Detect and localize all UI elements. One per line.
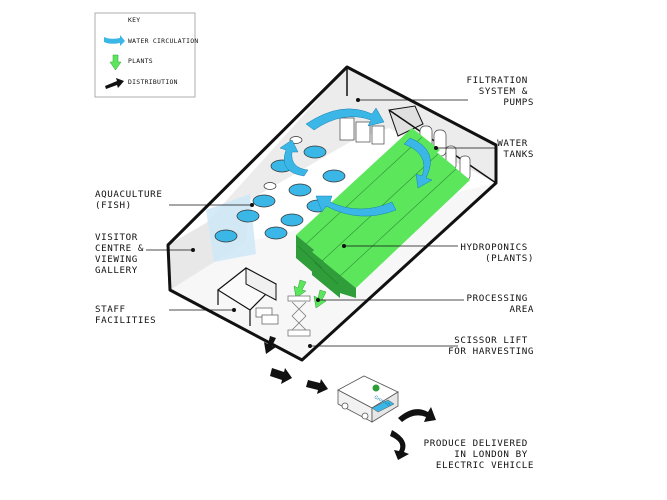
blue-arrow-icon [104, 35, 125, 46]
key-title: KEY [128, 16, 140, 24]
key-water-circulation: WATER CIRCULATION [128, 37, 199, 45]
label-hydroponics: HYDROPONICS (PLANTS) [460, 242, 534, 264]
water-circulation-arrows [279, 107, 433, 217]
label-processing-area: PROCESSING AREA [467, 293, 534, 315]
label-water-tanks: WATER TANKS [497, 138, 534, 160]
key-legend: KEY WATER CIRCULATION PLANTS DISTRIBUTIO… [94, 12, 199, 98]
key-distribution: DISTRIBUTION [128, 78, 178, 86]
label-visitor-centre: VISITOR CENTRE & VIEWING GALLERY [95, 232, 150, 276]
label-scissor-lift: SCISSOR LIFT FOR HARVESTING [448, 335, 534, 357]
label-aquaculture: AQUACULTURE (FISH) [95, 189, 169, 211]
label-staff-facilities: STAFF FACILITIES [95, 304, 156, 326]
distribution-arrow-1 [264, 336, 276, 354]
leader-lines [146, 98, 496, 348]
distribution-arrow-2 [270, 368, 292, 384]
visitor-gallery-glass [206, 194, 256, 262]
distribution-arrow-3 [306, 379, 328, 394]
scissor-lift [287, 295, 311, 337]
filtration-units [339, 117, 385, 145]
black-arrow-icon [105, 78, 124, 89]
distribution-arrows [264, 336, 436, 460]
key-plants: PLANTS [128, 57, 153, 65]
label-produce-delivered: PRODUCE DELIVERED IN LONDON BY ELECTRIC … [424, 438, 534, 471]
green-down-arrow-icon [109, 54, 122, 71]
plant-arrows [293, 279, 327, 309]
label-filtration-system: FILTRATION SYSTEM & PUMPS [467, 75, 534, 108]
distribution-arrow-4 [398, 407, 436, 422]
electric-vehicle: Growup [337, 375, 399, 423]
distribution-arrow-5 [390, 430, 409, 460]
growup-logo-leaf [372, 384, 380, 392]
